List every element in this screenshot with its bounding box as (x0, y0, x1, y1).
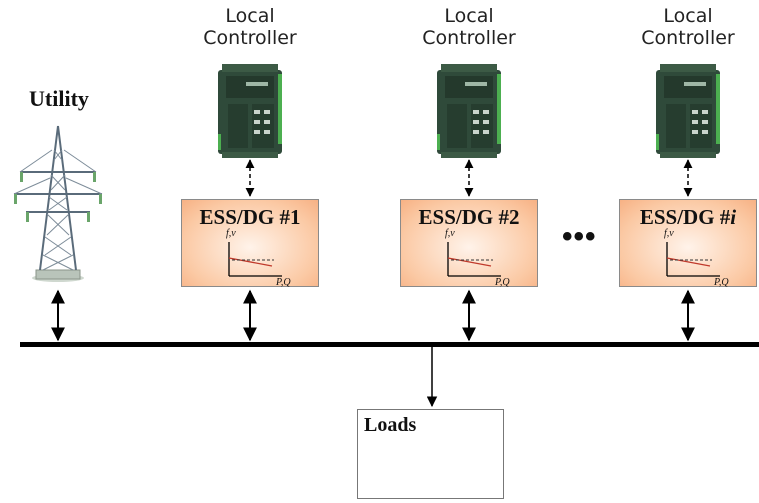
droop-curve-icon (228, 242, 282, 277)
plc-controller-icon (656, 64, 720, 158)
droop-x-axis-label: P,Q (276, 277, 291, 288)
ess-dg-box-1: ESS/DG #1 f,v P,Q (181, 199, 319, 288)
controller-label-2: Local Controller (409, 5, 529, 50)
utility-label: Utility (29, 86, 89, 111)
ess-dg-title: ESS/DG #2 (418, 205, 520, 229)
loads-label: Loads (364, 414, 417, 436)
plc-controller-icon (437, 64, 501, 158)
controller-label-line2: Controller (422, 26, 516, 49)
controller-label-line1: Local (225, 5, 275, 27)
droop-x-axis-label: P,Q (714, 277, 729, 288)
transmission-tower-icon (13, 125, 103, 282)
ess-dg-box-2: ESS/DG #2 f,v P,Q (400, 199, 538, 288)
droop-y-axis-label: f,v (445, 228, 455, 239)
controller-label-line1: Local (663, 5, 713, 27)
droop-x-axis-label: P,Q (495, 277, 510, 288)
more-units-ellipsis: ••• (562, 220, 597, 253)
droop-y-axis-label: f,v (664, 228, 674, 239)
controller-label-line1: Local (444, 5, 494, 27)
ess-dg-box-i: ESS/DG #i f,v P,Q (619, 199, 757, 288)
controller-label-line2: Controller (641, 26, 735, 49)
controller-label-3: Local Controller (628, 5, 748, 50)
plc-controller-icon (218, 64, 282, 158)
ess-dg-title: ESS/DG #1 (199, 205, 301, 229)
droop-curve-icon (447, 242, 501, 277)
ac-bus (20, 342, 759, 347)
controller-label-line2: Controller (203, 26, 297, 49)
controller-label-1: Local Controller (190, 5, 310, 50)
droop-curve-icon (666, 242, 720, 277)
ess-dg-title: ESS/DG #i (639, 205, 737, 229)
droop-y-axis-label: f,v (226, 228, 236, 239)
loads-box: Loads (357, 409, 504, 499)
